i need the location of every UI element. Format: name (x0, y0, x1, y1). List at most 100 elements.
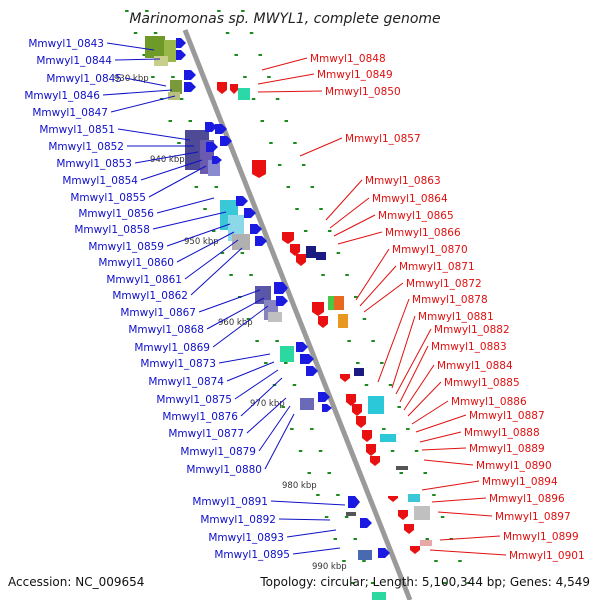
gene-label: Mmwyl1_0868 (128, 324, 204, 336)
label-leader-line (355, 248, 390, 301)
gene-label: Mmwyl1_0846 (24, 90, 100, 102)
kbp-label: 990 kbp (312, 562, 347, 572)
tick-mark (153, 32, 158, 34)
tick-mark (388, 384, 393, 386)
tick-mark (354, 296, 358, 298)
tick-mark (319, 208, 323, 210)
gene-arrow (255, 236, 267, 246)
tick-mark (370, 582, 375, 584)
tick-mark (243, 76, 247, 78)
label-leader-line (218, 353, 271, 364)
label-leader-line (337, 231, 383, 245)
tick-mark (220, 252, 225, 254)
gene-label: Mmwyl1_0872 (406, 278, 482, 290)
tick-mark (301, 164, 306, 166)
label-leader-line (403, 364, 435, 411)
tick-mark (350, 582, 355, 584)
gene-arrow (184, 82, 196, 92)
tick-mark (168, 120, 173, 122)
tick-mark (269, 142, 273, 144)
gene-label: Mmwyl1_0849 (317, 69, 393, 81)
tick-mark (303, 230, 308, 232)
tick-mark (194, 186, 199, 188)
tick-mark (406, 428, 410, 430)
label-leader-line (415, 414, 467, 433)
gene-arrow (276, 296, 288, 306)
gene-arrow (205, 122, 217, 132)
tick-mark (347, 340, 351, 342)
tick-mark (295, 208, 299, 210)
label-leader-line (399, 345, 429, 403)
gene-arrow (410, 546, 420, 554)
gene-label: Mmwyl1_0890 (476, 460, 552, 472)
kbp-label: 940 kbp (150, 155, 185, 165)
gene-arrow (282, 232, 294, 244)
label-leader-line (190, 247, 243, 296)
gene-label: Mmwyl1_0897 (495, 511, 571, 523)
gene-label: Mmwyl1_0873 (140, 358, 216, 370)
gene-arrow (220, 136, 232, 146)
tick-mark (203, 208, 207, 210)
kbp-label: 960 kbp (218, 318, 253, 328)
gene-label: Mmwyl1_0851 (39, 124, 115, 136)
label-leader-line (270, 500, 346, 506)
genome-title: Marinomonas sp. MWYL1, complete genome (129, 11, 440, 27)
label-leader-line (106, 42, 155, 51)
gene-arrow (346, 394, 356, 406)
gene-label: Mmwyl1_0843 (28, 38, 104, 50)
gene-arrow (348, 496, 360, 508)
gene-arrow (252, 160, 266, 178)
label-leader-line (363, 282, 404, 313)
label-leader-line (278, 518, 331, 521)
gene-label: Mmwyl1_0866 (385, 227, 461, 239)
gene-box (358, 550, 372, 560)
tick-mark (353, 538, 358, 540)
tick-mark (179, 98, 184, 100)
tick-mark (249, 274, 253, 276)
tick-mark (281, 406, 285, 408)
gene-label: Mmwyl1_0856 (78, 208, 154, 220)
label-leader-line (134, 151, 199, 164)
label-leader-line (395, 328, 432, 395)
tick-mark (292, 384, 297, 386)
tick-mark (307, 472, 311, 474)
gene-box (368, 396, 384, 414)
gene-label: Mmwyl1_0859 (88, 241, 164, 253)
label-leader-line (258, 405, 291, 452)
gene-label: Mmwyl1_0901 (509, 550, 585, 562)
tick-mark (414, 450, 419, 452)
gene-label: Mmwyl1_0863 (365, 175, 441, 187)
tick-mark (275, 98, 280, 100)
gene-label: Mmwyl1_0880 (186, 464, 262, 476)
gene-label: Mmwyl1_0864 (372, 193, 448, 205)
topology-text: Topology: circular; Length: 5,100,344 bp… (259, 575, 590, 589)
label-leader-line (439, 535, 501, 541)
label-leader-line (257, 90, 323, 93)
gene-label: Mmwyl1_0867 (120, 307, 196, 319)
tick-mark (290, 428, 294, 430)
tick-mark (321, 274, 325, 276)
tick-mark (310, 186, 315, 188)
kbp-label: 950 kbp (184, 237, 219, 247)
label-leader-line (156, 197, 215, 214)
tick-mark (440, 516, 445, 518)
gene-box (238, 88, 250, 100)
tick-mark (466, 582, 471, 584)
gene-arrow (398, 510, 408, 520)
label-leader-line (419, 431, 462, 443)
gene-label: Mmwyl1_0853 (56, 158, 132, 170)
gene-label: Mmwyl1_0869 (134, 342, 210, 354)
tick-mark (145, 10, 149, 12)
tick-mark (423, 472, 427, 474)
gene-label: Mmwyl1_0879 (180, 446, 256, 458)
gene-box (420, 540, 432, 546)
tick-mark (188, 120, 193, 122)
label-leader-line (429, 549, 507, 556)
gene-box (414, 506, 430, 520)
gene-label: Mmwyl1_0858 (74, 224, 150, 236)
gene-label: Mmwyl1_0848 (310, 53, 386, 65)
gene-label: Mmwyl1_0878 (412, 294, 488, 306)
label-leader-line (102, 89, 173, 96)
gene-label: Mmwyl1_0888 (464, 427, 540, 439)
label-leader-line (437, 511, 493, 517)
